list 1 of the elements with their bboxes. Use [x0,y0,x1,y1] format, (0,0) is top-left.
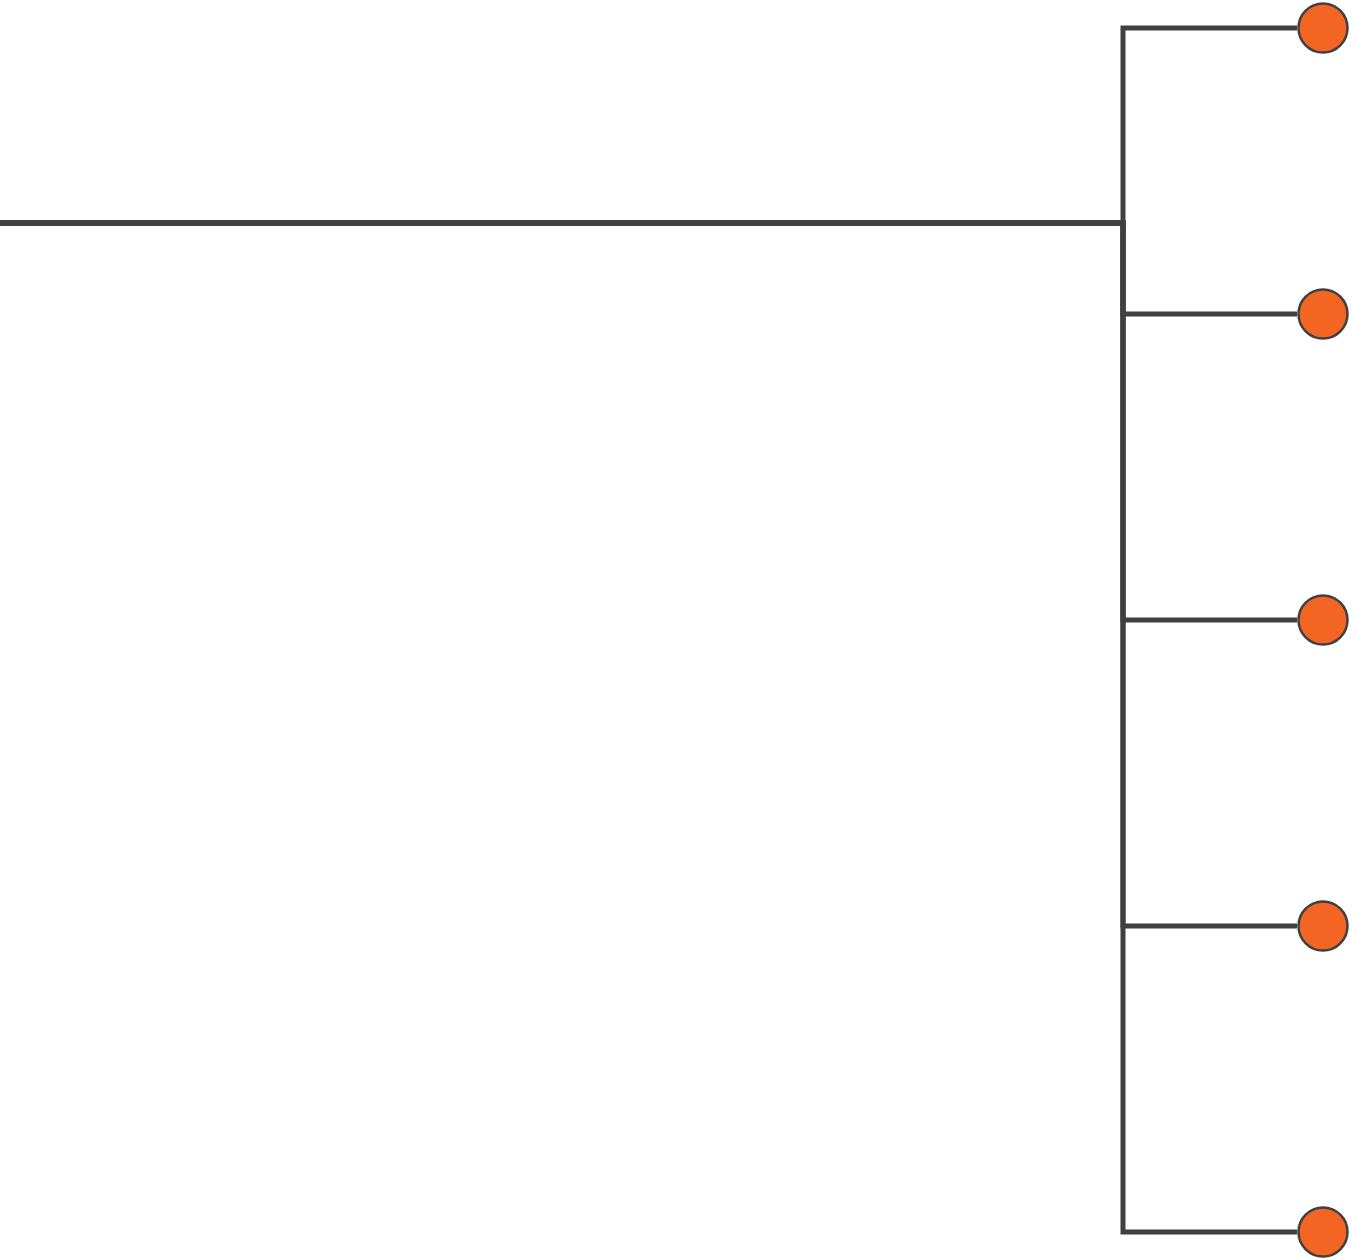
connector-line [0,220,1297,1235]
